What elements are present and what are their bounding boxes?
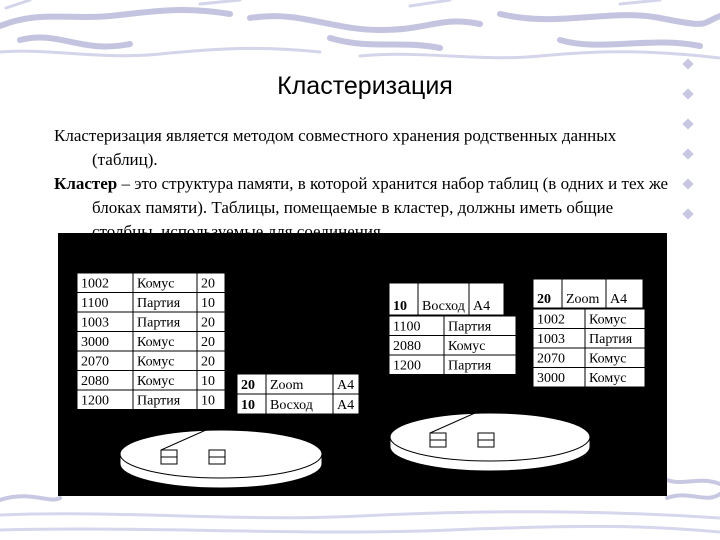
left-table-cell: 2080 [81, 374, 109, 389]
cluster-10-rows-cell: 1200 [393, 359, 421, 374]
cluster-20-header-cell: 20 [537, 292, 551, 307]
left-table-cell: 1200 [81, 394, 109, 409]
cluster-10-rows-cell: Комус [448, 339, 485, 354]
slide-body: Кластеризация является методом совместно… [54, 124, 674, 244]
right-table-cell: 20 [241, 378, 255, 393]
right-table-cell: Zoom [270, 378, 304, 393]
left-table-cell: 1002 [81, 277, 109, 292]
cluster-10-header-cell: 10 [393, 299, 407, 314]
cluster-10-rows-frame [388, 315, 517, 375]
left-table-cell: 10 [201, 296, 215, 311]
cluster-20-rows-cell: 3000 [537, 371, 565, 386]
left-disk-icon [119, 425, 323, 489]
left-table-cell: 10 [201, 374, 215, 389]
left-table-cell: Комус [137, 335, 174, 350]
left-table-cell: Партия [137, 296, 181, 311]
slide-title: Кластеризация [277, 72, 453, 100]
left-table-cell: Партия [137, 316, 181, 331]
left-table-cell: Комус [137, 277, 174, 292]
cluster-10-header-frame [388, 282, 505, 316]
left-table-cell: 1100 [81, 296, 108, 311]
left-table-cell: 20 [201, 335, 215, 350]
cluster-20-header-frame [532, 278, 644, 309]
cluster-20-rows-cell: Комус [589, 313, 626, 328]
cluster-term: Кластер [54, 174, 118, 193]
cluster-definition: – это структура памяти, в которой хранит… [92, 174, 669, 241]
cluster-20-rows-cell: 2070 [537, 352, 565, 367]
cluster-10-header-cell: A4 [473, 299, 490, 314]
cluster-20-header-cell: Zoom [566, 292, 600, 307]
right-table-cell: 10 [241, 398, 255, 413]
cluster-10-rows-cell: Партия [448, 320, 492, 335]
left-table-cell: 20 [201, 277, 215, 292]
cluster-20-rows-cell: Комус [589, 352, 626, 367]
cluster-10-rows-cell: Партия [448, 359, 492, 374]
left-table-cell: 1003 [81, 316, 109, 331]
cluster-10-header-cell: Восход [422, 299, 465, 314]
left-table-cell: 2070 [81, 355, 109, 370]
paragraph-definition: Кластеризация является методом совместно… [54, 126, 617, 169]
left-table-cell: Комус [137, 355, 174, 370]
right-table-cell: Восход [270, 398, 313, 413]
right-disk-icon [389, 408, 591, 472]
cluster-20-rows-cell: Комус [589, 371, 626, 386]
left-table-cell: 20 [201, 355, 215, 370]
cluster-10-rows-cell: 1100 [393, 320, 420, 335]
left-table-cell: 3000 [81, 335, 109, 350]
left-table-cell: Комус [137, 374, 174, 389]
right-table-cell: A4 [337, 378, 354, 393]
cluster-20-rows-cell: 1003 [537, 332, 565, 347]
left-table-cell: Партия [137, 394, 181, 409]
left-disk-icon-pointer [160, 425, 216, 451]
cluster-10-rows-cell: 2080 [393, 339, 421, 354]
cluster-20-rows-cell: Партия [589, 332, 633, 347]
right-disk-icon-pointer [429, 408, 485, 434]
cluster-20-rows-cell: 1002 [537, 313, 565, 328]
left-table-frame [76, 272, 226, 410]
cluster-20-header-cell: A4 [610, 292, 627, 307]
left-table-cell: 20 [201, 316, 215, 331]
right-table-cell: A4 [337, 398, 354, 413]
left-table-cell: 10 [201, 394, 215, 409]
